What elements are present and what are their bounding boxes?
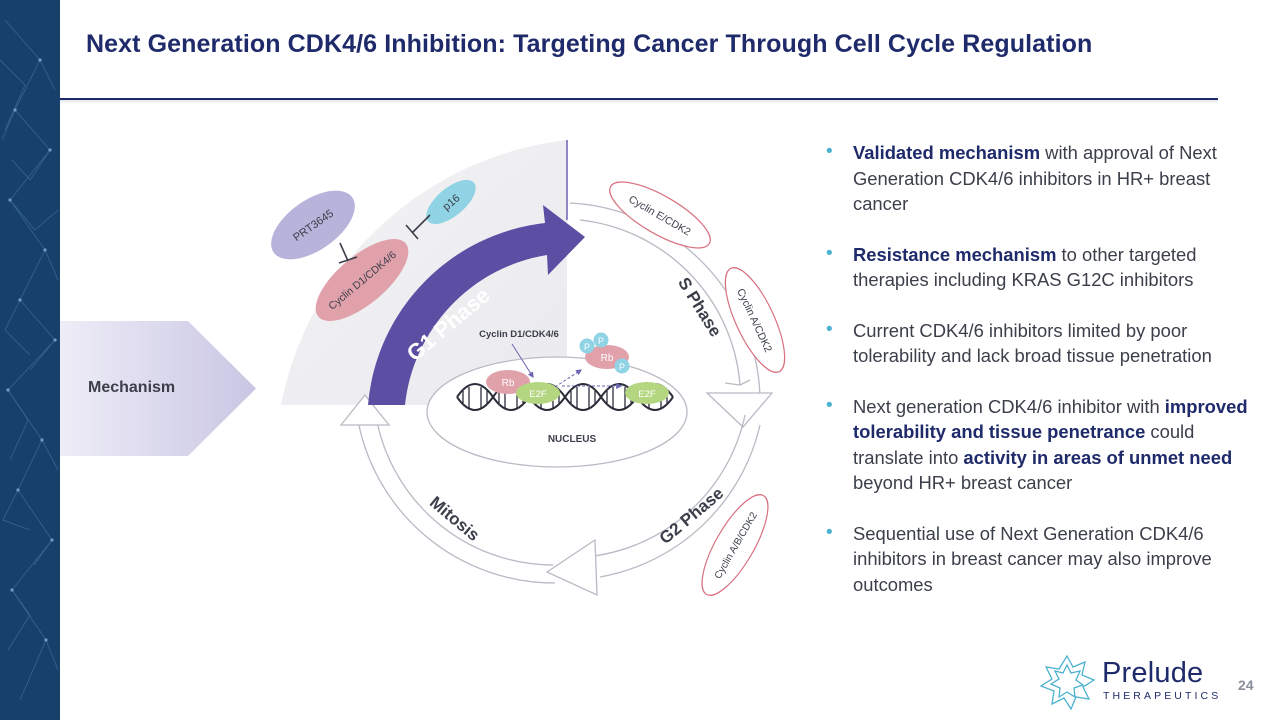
cell-cycle-diagram: G1 Phase S Phase G2 Phase Mitosis Cyclin… (271, 140, 786, 597)
mechanism-chevron (60, 321, 256, 456)
cycle-ring (339, 202, 774, 597)
nucleus (426, 356, 688, 468)
e2f-label-right: E2F (638, 389, 656, 400)
release-arrow (554, 369, 583, 388)
bullet-item: •Resistance mechanism to other targeted … (826, 242, 1197, 291)
bullet-item: •Current CDK4/6 inhibitors limited by po… (826, 318, 1212, 367)
phosphate-3 (614, 358, 630, 374)
phosphate-2-label: P (598, 336, 604, 346)
slide-title: Next Generation CDK4/6 Inhibition: Targe… (86, 30, 1093, 58)
company-name: Prelude (1102, 657, 1204, 689)
e2f-label-left: E2F (529, 389, 547, 400)
title-divider (60, 98, 1218, 100)
bullet-item: •Next generation CDK4/6 inhibitor with i… (826, 394, 1248, 494)
prelude-logo-icon (1039, 654, 1096, 711)
nucleus-cyclin-label: Cyclin D1/CDK4/6 (479, 329, 559, 340)
cyclin-d1-cdk46-badge (315, 239, 409, 321)
side-decorative-strip (0, 0, 60, 720)
mechanism-label: Mechanism (88, 379, 176, 396)
g1-phase-arrow (368, 205, 585, 405)
company-subtitle: THERAPEUTICS (1103, 690, 1222, 702)
prt3645-badge (271, 190, 355, 260)
bullet-dot: • (826, 521, 833, 543)
cyclin-a-cdk2-badge (724, 267, 786, 373)
cyclin-arrow (511, 343, 534, 379)
e2f-protein-right (625, 382, 669, 404)
nucleus-label: NUCLEUS (548, 434, 597, 445)
rb-phos-label: Rb (601, 353, 614, 364)
phosphate-2 (593, 332, 609, 348)
phosphate-3-label: P (619, 362, 625, 372)
phosphate-1-label: P (584, 342, 590, 352)
inhibition-lines (338, 214, 431, 264)
bullet-dot: • (826, 394, 833, 416)
rb-label: Rb (502, 378, 515, 389)
e2f-protein-left (516, 382, 560, 404)
bullet-item: •Sequential use of Next Generation CDK4/… (826, 521, 1212, 595)
phosphate-1 (579, 338, 595, 354)
g1-background-sector (281, 140, 567, 405)
bullet-dot: • (826, 318, 833, 340)
bullet-dot: • (826, 141, 833, 162)
title-divider-shadow (60, 100, 1218, 104)
cyclin-e-cdk2-badge (609, 181, 711, 249)
bullet-dot: • (826, 242, 833, 264)
p16-badge (426, 179, 476, 225)
page-number: 24 (1238, 677, 1254, 693)
bullet-list: •Validated mechanism with approval of Ne… (826, 140, 1256, 622)
mitosis-label: Mitosis (426, 493, 483, 545)
cyclin-ab-cdk2-badge (701, 494, 769, 596)
bullet-item: •Validated mechanism with approval of Ne… (826, 141, 1217, 214)
